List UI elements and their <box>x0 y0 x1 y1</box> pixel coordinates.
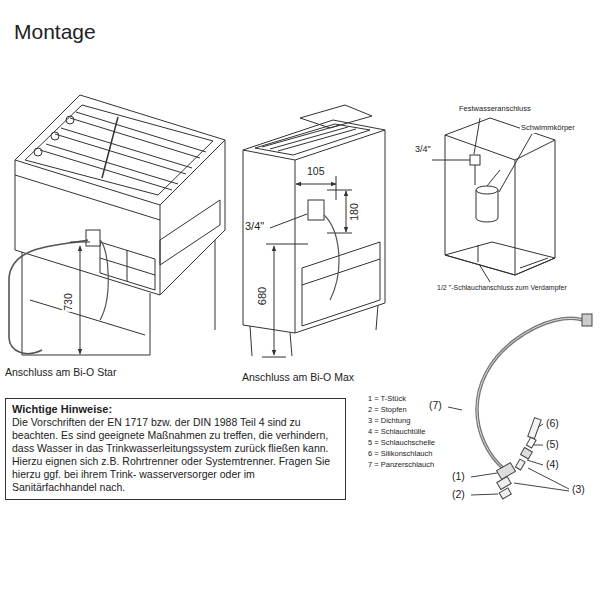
figure-caption: Anschluss am Bi-O Star <box>5 366 116 378</box>
parts-list-item: 4 = Schlauchtülle <box>368 428 425 437</box>
parts-list-item: 7 = Panzerschlauch <box>368 461 434 470</box>
hose-parts-drawing <box>448 314 592 499</box>
dimension: 3/4" <box>414 144 432 154</box>
callout-number: (6) <box>545 417 560 429</box>
parts-list-item: 1 = T-Stück <box>368 395 406 404</box>
dimension: 730 <box>62 292 74 312</box>
dimension: 3/4" <box>244 220 265 233</box>
part-label: Festwasseranschluss <box>458 105 532 114</box>
parts-list-item: 2 = Stopfen <box>368 406 407 415</box>
parts-list-item: 6 = Silikonschlauch <box>368 450 432 459</box>
callout-number: (4) <box>545 458 560 470</box>
bio-max-drawing <box>243 105 385 357</box>
dimension: 105 <box>306 165 326 177</box>
page-title: Montage <box>14 20 96 44</box>
part-label: Schwimmkörper <box>520 124 576 133</box>
callout-number: (7) <box>428 399 443 411</box>
bio-star-drawing <box>9 95 225 355</box>
part-label: 1/2 "-Schlauchanschluss zum Verdampfer <box>436 284 568 292</box>
callout-number: (3) <box>571 483 586 495</box>
notice-box: Wichtige Hinweise:Die Vorschriften der E… <box>5 398 346 500</box>
notice-text: Die Vorschriften der EN 1717 bzw. der DI… <box>12 416 339 494</box>
parts-list-item: 3 = Dichtung <box>368 417 410 426</box>
dimension: 680 <box>256 286 269 306</box>
callout-number: (1) <box>451 470 466 482</box>
callout-number: (5) <box>545 438 560 450</box>
notice-heading: Wichtige Hinweise: <box>12 403 339 416</box>
dimension: 180 <box>348 202 360 222</box>
figure-caption: Anschluss am Bi-O Max <box>242 371 354 383</box>
parts-list-item: 5 = Schlauchschelle <box>368 439 435 448</box>
callout-number: (2) <box>451 488 466 500</box>
float-detail-drawing <box>432 118 555 282</box>
